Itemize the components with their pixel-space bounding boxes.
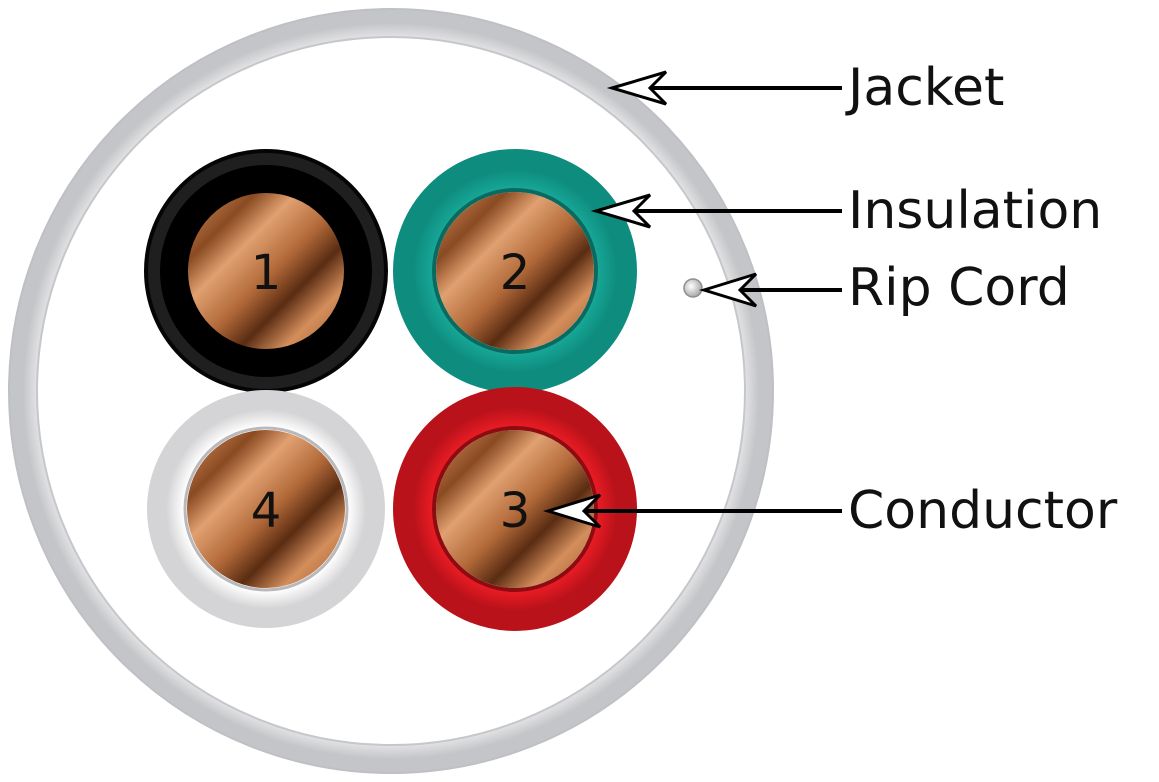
label-rip-cord: Rip Cord <box>848 258 1070 318</box>
insulation-4 <box>147 390 385 628</box>
insulation-2 <box>393 149 637 393</box>
conductor-2: 2 <box>393 149 637 393</box>
callout-arrows <box>542 70 842 529</box>
wire-number-4: 4 <box>251 483 282 539</box>
wire-number-1: 1 <box>251 245 282 301</box>
rip-cord <box>683 278 703 298</box>
arrow-conductor <box>542 493 842 529</box>
label-conductor: Conductor <box>848 481 1118 541</box>
arrow-rip-cord <box>698 272 842 308</box>
copper-3 <box>436 430 594 588</box>
label-insulation: Insulation <box>848 181 1102 241</box>
conductor-4: 4 <box>147 390 385 628</box>
conductor-1: 1 <box>144 149 388 393</box>
copper-1 <box>187 192 345 350</box>
copper-4 <box>187 430 345 588</box>
wire-number-2: 2 <box>500 245 531 301</box>
label-jacket: Jacket <box>845 58 1004 118</box>
copper-2 <box>436 192 594 350</box>
jacket <box>8 8 774 774</box>
wire-number-3: 3 <box>500 483 531 539</box>
arrow-jacket <box>606 70 842 106</box>
arrow-insulation <box>590 193 842 229</box>
